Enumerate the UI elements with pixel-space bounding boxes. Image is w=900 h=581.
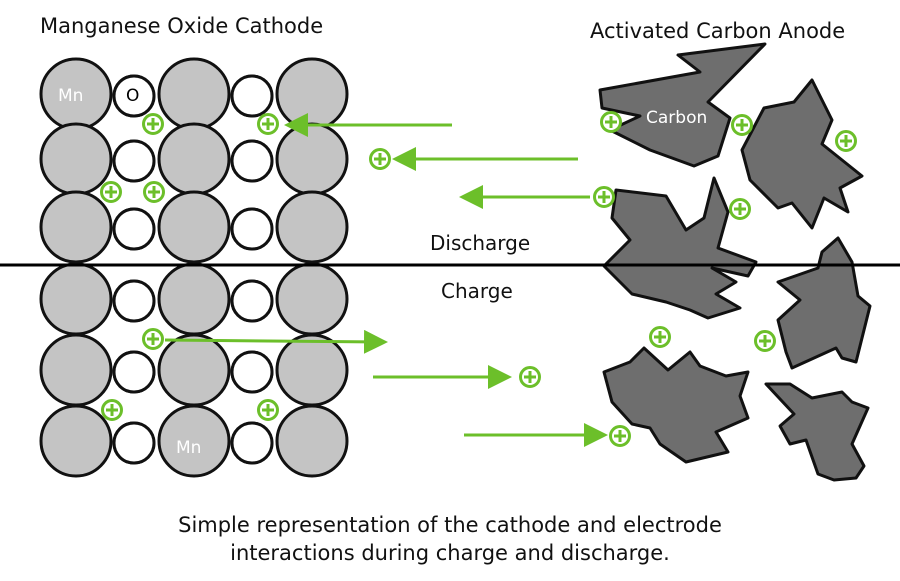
carbon-particles	[598, 42, 872, 482]
manganese-atom	[275, 122, 349, 196]
manganese-atom	[157, 333, 231, 407]
charge-label: Charge	[441, 279, 513, 303]
cathode-title: Manganese Oxide Cathode	[40, 14, 323, 38]
oxygen-atom	[230, 421, 274, 465]
manganese-atom	[157, 122, 231, 196]
ion-plus-icon	[609, 425, 631, 447]
ion-plus-icon	[257, 399, 279, 421]
oxygen-atom	[112, 350, 156, 394]
oxygen-atom-label: O	[126, 86, 139, 106]
manganese-atom	[157, 190, 231, 264]
ion-plus-icon	[593, 186, 615, 208]
ion-plus-icon	[142, 113, 164, 135]
ion-plus-icon	[142, 328, 164, 350]
carbon-particle	[740, 78, 864, 230]
oxygen-atom	[112, 207, 156, 251]
ion-plus-icon	[835, 130, 857, 152]
discharge-label: Discharge	[430, 231, 530, 255]
oxygen-atom	[112, 279, 156, 323]
ion-plus-icon	[600, 111, 622, 133]
carbon-particle	[598, 42, 767, 168]
oxygen-atom	[230, 74, 274, 118]
ion-plus-icon	[369, 148, 391, 170]
oxygen-atom	[112, 421, 156, 465]
carbon-particle	[776, 236, 872, 370]
ion-plus-icon	[649, 326, 671, 348]
oxygen-atom	[112, 139, 156, 183]
ion-plus-icon	[257, 113, 279, 135]
manganese-atom	[39, 262, 113, 336]
charge-arrow	[164, 329, 388, 354]
anode-title: Activated Carbon Anode	[590, 19, 845, 43]
ion-plus-icon	[731, 114, 753, 136]
caption-line-1: Simple representation of the cathode and…	[178, 513, 722, 537]
oxygen-atom	[230, 350, 274, 394]
manganese-atom	[39, 404, 113, 478]
ion-plus-icon	[519, 366, 541, 388]
manganese-atom	[275, 333, 349, 407]
ion-plus-icon	[143, 181, 165, 203]
oxygen-atom	[230, 139, 274, 183]
manganese-atom	[39, 333, 113, 407]
carbon-particle	[602, 346, 750, 464]
ions	[100, 111, 857, 447]
manganese-atom	[39, 122, 113, 196]
oxygen-atom	[230, 207, 274, 251]
manganese-atom	[157, 262, 231, 336]
manganese-atom	[275, 262, 349, 336]
oxygen-atom	[112, 74, 156, 118]
oxygen-atom	[230, 279, 274, 323]
cathode-lattice	[39, 57, 349, 478]
manganese-atom	[157, 404, 231, 478]
ion-plus-icon	[100, 181, 122, 203]
carbon-particle	[764, 382, 870, 482]
ion-plus-icon	[754, 330, 776, 352]
manganese-atom	[275, 404, 349, 478]
mn-atom-label-top: Mn	[58, 86, 83, 106]
ion-arrows	[164, 113, 608, 447]
manganese-atom	[275, 190, 349, 264]
manganese-atom	[39, 190, 113, 264]
carbon-particle	[602, 176, 758, 320]
manganese-atom	[275, 57, 349, 131]
mn-atom-label-bottom: Mn	[176, 438, 201, 458]
manganese-atom	[157, 57, 231, 131]
carbon-label: Carbon	[646, 108, 707, 128]
caption-line-2: interactions during charge and discharge…	[230, 541, 670, 565]
ion-plus-icon	[729, 198, 751, 220]
ion-plus-icon	[101, 399, 123, 421]
